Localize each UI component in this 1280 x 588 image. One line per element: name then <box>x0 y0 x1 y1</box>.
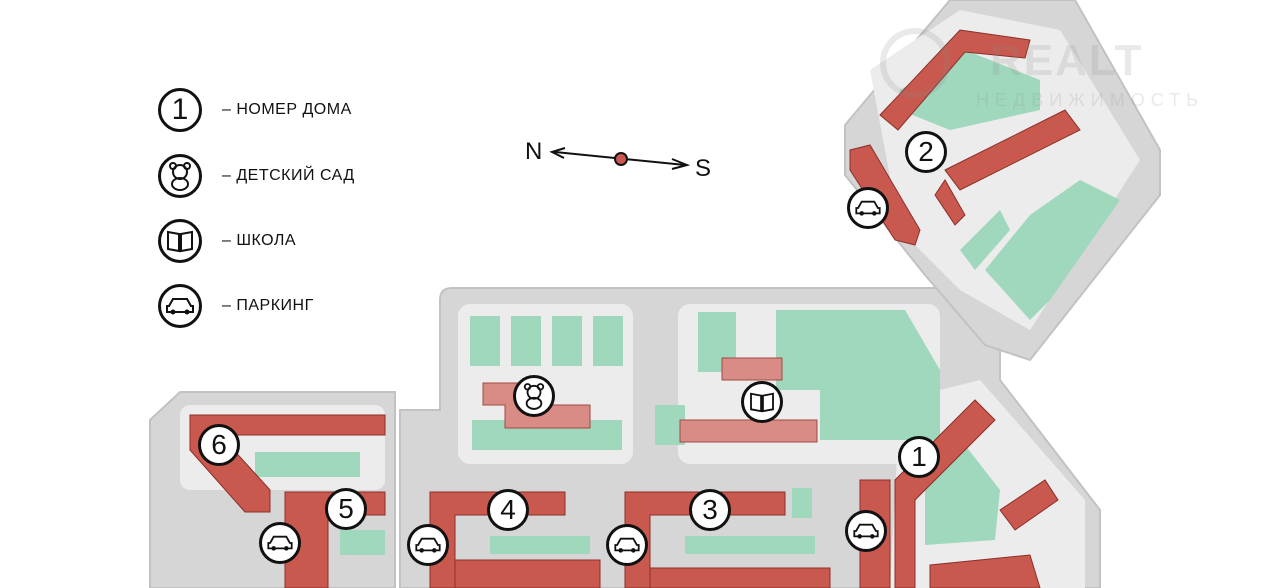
building-1d <box>929 554 1041 588</box>
watermark-brand: REALT <box>990 36 1144 85</box>
compass <box>549 147 691 170</box>
public-buildings[interactable] <box>482 357 818 443</box>
house-marker-3[interactable]: 3 <box>689 489 731 531</box>
building-2c <box>944 109 1081 191</box>
house-marker-2[interactable]: 2 <box>905 131 947 173</box>
parking-marker[interactable] <box>606 524 648 566</box>
legend-item-kindergarten: – ДЕТСКИЙ САД <box>158 152 355 200</box>
parking-marker[interactable] <box>407 524 449 566</box>
legend-item-parking: – ПАРКИНГ <box>158 282 314 330</box>
car-icon <box>614 537 640 553</box>
watermark-subtitle: НЕДВИЖИМОСТЬ <box>976 90 1204 110</box>
legend-item-school: – ШКОЛА <box>158 217 296 265</box>
car-icon <box>415 537 441 553</box>
school-marker[interactable] <box>741 381 783 423</box>
parking-marker[interactable] <box>259 522 301 564</box>
compass-north-label: N <box>525 138 543 165</box>
realt-logo-icon <box>880 28 950 98</box>
building-2b <box>879 29 1031 131</box>
legend-label: – НОМЕР ДОМА <box>222 101 352 118</box>
legend-label: – ДЕТСКИЙ САД <box>222 167 355 184</box>
legend-item-house-number: 1 – НОМЕР ДОМА <box>158 86 352 134</box>
teddy-bear-icon <box>158 154 202 198</box>
school-building-main <box>679 419 818 443</box>
compass-south-label: S <box>695 155 712 182</box>
house-marker-4[interactable]: 4 <box>487 489 529 531</box>
car-icon <box>855 200 881 216</box>
house-marker-6[interactable]: 6 <box>198 424 240 466</box>
car-icon <box>853 523 879 539</box>
building-3b <box>649 567 831 588</box>
legend-label: – ПАРКИНГ <box>222 297 314 314</box>
kindergarten-marker[interactable] <box>513 375 555 417</box>
teddy-bear-icon <box>523 383 545 410</box>
car-icon <box>158 284 202 328</box>
parking-marker[interactable] <box>847 187 889 229</box>
building-1c <box>999 479 1059 531</box>
realt-watermark: REALT НЕДВИЖИМОСТЬ <box>880 18 1250 110</box>
book-icon <box>158 219 202 263</box>
house-marker-1[interactable]: 1 <box>898 436 940 478</box>
legend-label: – ШКОЛА <box>222 232 297 249</box>
building-1b <box>894 399 996 588</box>
house-marker-5[interactable]: 5 <box>325 488 367 530</box>
compass-center-dot <box>614 152 628 166</box>
building-2d <box>934 179 966 226</box>
book-icon <box>750 392 774 413</box>
car-icon <box>267 535 293 551</box>
building-4b <box>454 559 601 588</box>
house-number-icon: 1 <box>158 88 202 132</box>
building-6 <box>189 414 386 513</box>
parking-marker[interactable] <box>845 510 887 552</box>
school-building <box>721 357 783 381</box>
